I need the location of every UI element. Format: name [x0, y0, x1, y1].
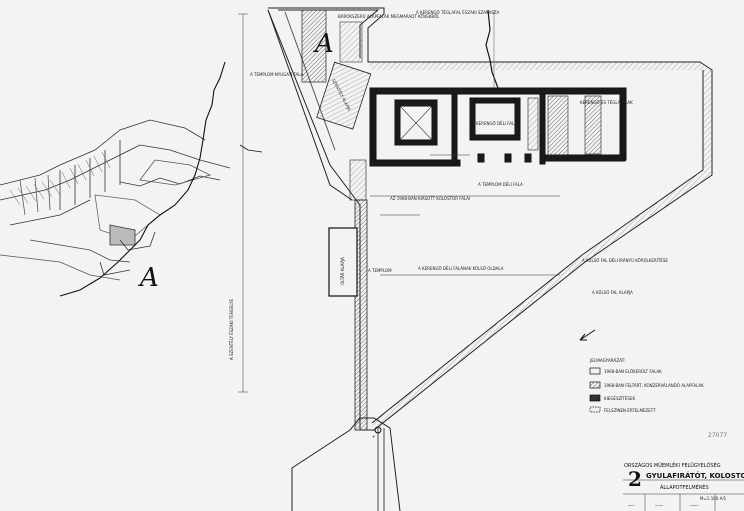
legend-item-2: 1968-BAN FELTÁRT, KONZERVÁLANDÓ ALAPFALA…: [604, 383, 704, 388]
title-meta: M=1:100 A/1: [700, 496, 727, 501]
title-block: ___ ____ ____: [623, 479, 744, 511]
note-top-left: BÁROKSZERŰ ALAPFALAK MEGMARADT KÖVEKBŐL: [338, 14, 440, 19]
svg-text:____: ____: [689, 501, 699, 506]
survey-point: [374, 426, 382, 434]
x-hatched-room: [399, 105, 433, 141]
hatched-annexes: [527, 95, 602, 157]
svg-text:____: ____: [654, 501, 664, 506]
note-middle: A KERENGŐ DÉLI FALA: [472, 121, 517, 126]
top-hatched-block: [301, 9, 327, 83]
note-north: A KERENGŐ TÉGLAFAL ÉSZAKI SZAKASZA: [416, 10, 499, 15]
sheet-number: 2: [628, 467, 642, 491]
section-letter-upper: A: [313, 29, 334, 59]
sanctuary-foundation-box: [316, 61, 372, 130]
perspective-sketch: [0, 61, 263, 297]
svg-text:___: ___: [627, 501, 635, 506]
altar-foundation-box: [328, 227, 358, 297]
title-subject: ÁLLAPOTFELMÉRÉS: [660, 483, 709, 491]
monastery-building: [369, 87, 627, 167]
note-bottom: A KÜLSŐ FAL ALAPJA: [592, 290, 633, 295]
note-east: KERENGŐ ÉS TÉGLAFALAK: [580, 100, 633, 105]
lower-outline: [291, 417, 401, 511]
archive-stamp: 27077: [708, 432, 727, 439]
note-west-strip: A TEMPLOM: [368, 268, 392, 273]
vertical-dimension-note: A SZENTÉLY ÉSZAKI TENGELYE: [229, 298, 234, 360]
note-center: A TEMPLOM DÉLI FALA: [478, 182, 523, 187]
title-org: ORSZÁGOS MŰEMLÉKI FELÜGYELŐSÉG: [624, 461, 721, 469]
section-letter-left: A: [138, 263, 159, 293]
legend-item-1: 1968-BAN ELŐKERÜLT FALAK: [604, 369, 662, 374]
sketch-hatching: [9, 151, 111, 206]
altar-box-label: OLTÁR ALAPJA: [340, 257, 345, 285]
note-west: A TEMPLOM NYUGATI FALA: [250, 72, 304, 77]
legend-item-3: KIEGÉSZÍTÉSEK: [604, 396, 635, 401]
legend: [589, 367, 601, 413]
note-mid-line: AZ 1968-BAN KIÁSOTT KOLOSTOR FALAI: [390, 196, 470, 201]
dimension-lines: [238, 13, 560, 393]
note-lower: A KERENGŐ DÉLI FALÁNAK KÜLSŐ OLDALA: [418, 266, 504, 271]
north-arrow: [579, 329, 596, 341]
hatched-walls: [268, 8, 712, 430]
title-project: GYULAFIRÁTÓT, KOLOSTORROM: [646, 471, 744, 480]
svg-text:+: +: [372, 434, 376, 439]
west-wall-strip: [349, 159, 368, 431]
legend-header: JELMAGYARÁZAT:: [589, 358, 625, 363]
legend-item-4: FELSZÍNEN ÉRTELMEZETT: [604, 408, 656, 413]
note-diag: A KÜLSŐ FAL DÉLI IRÁNYÚ KÖRÜLKERÍTÉSE: [582, 258, 668, 263]
